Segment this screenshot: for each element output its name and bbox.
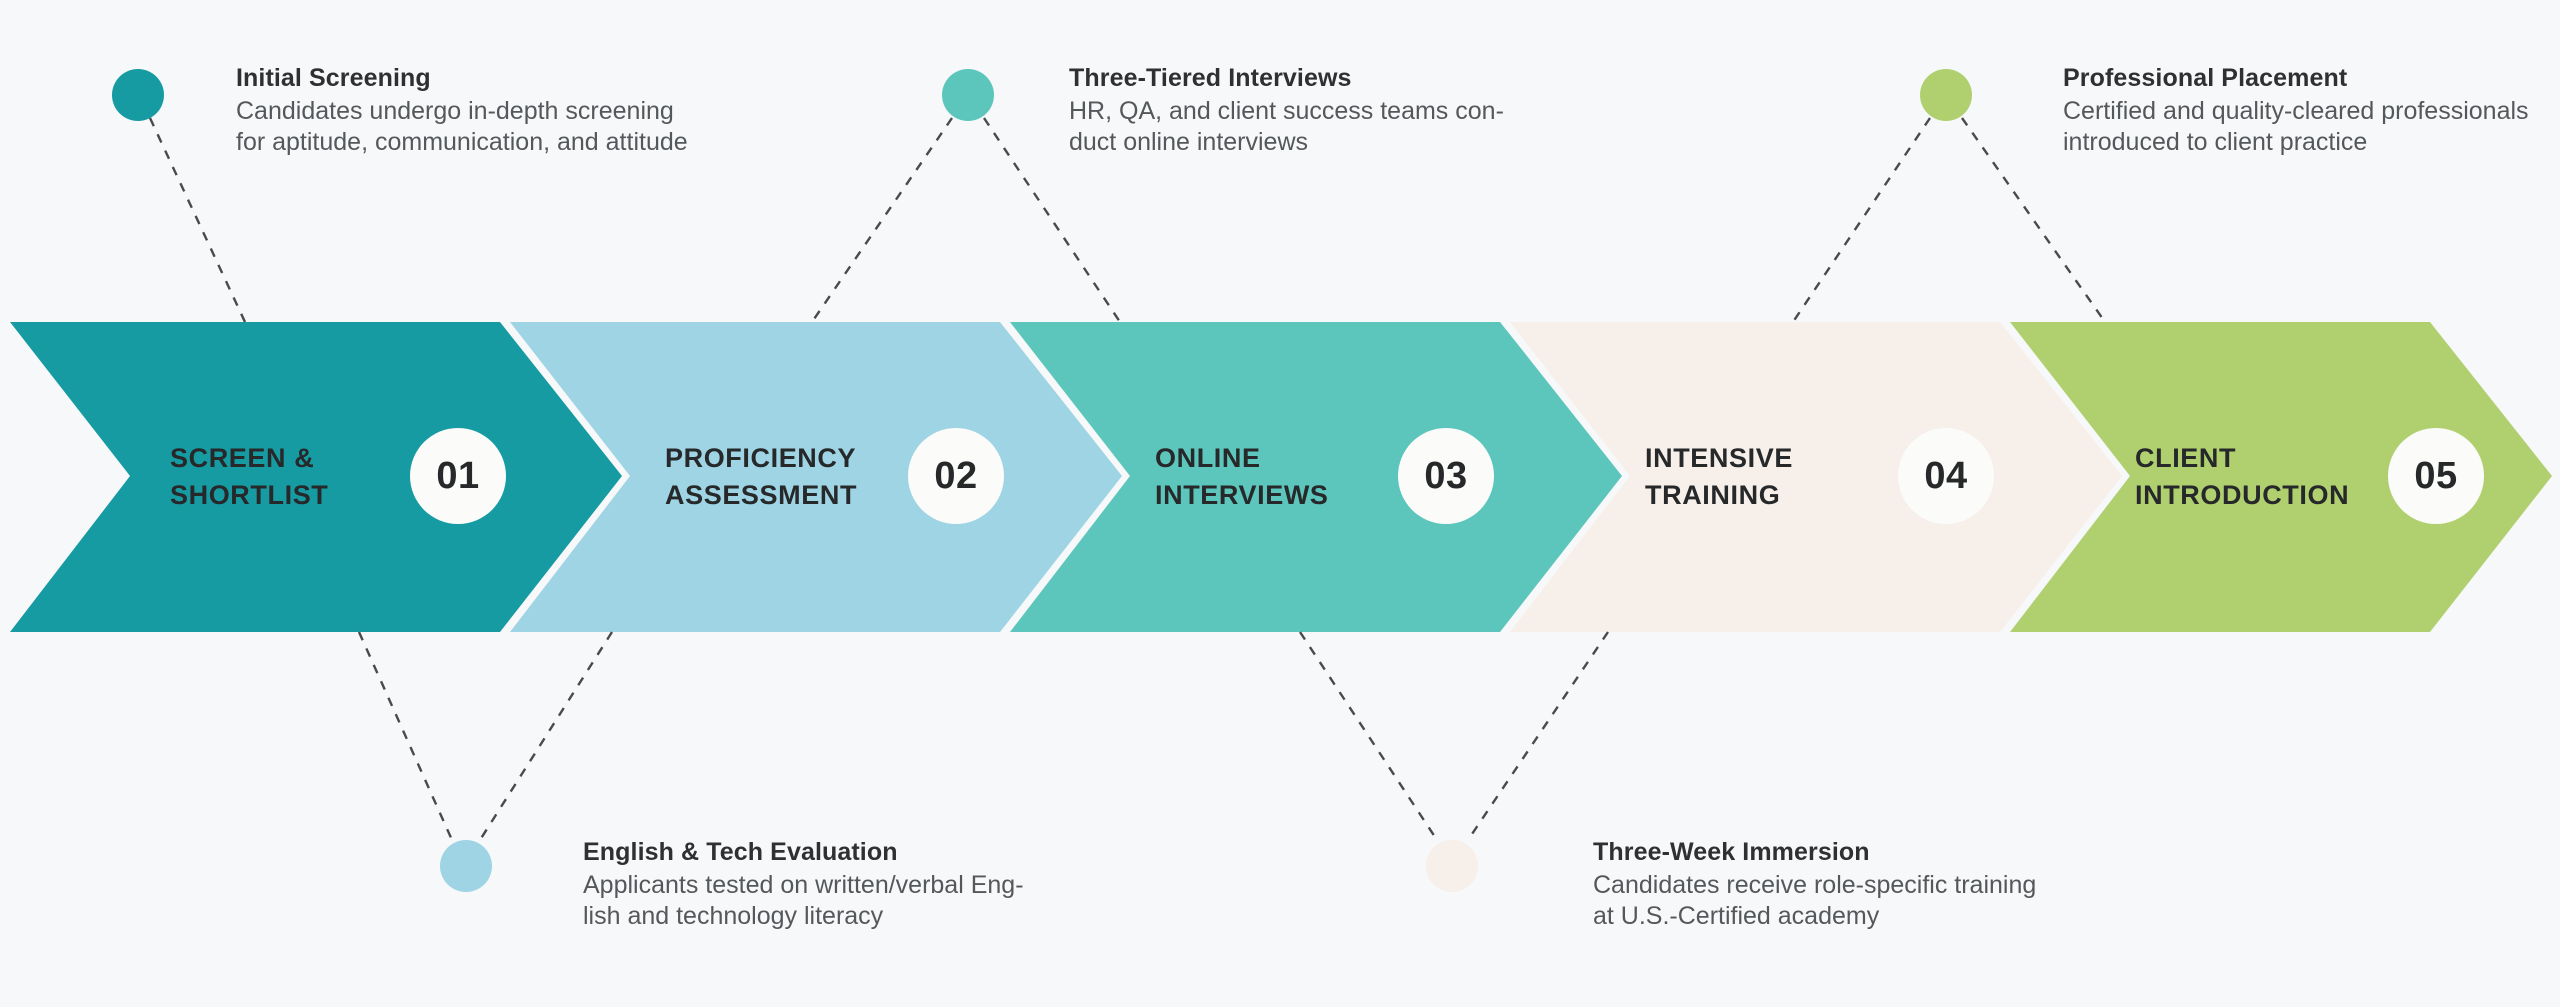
chevron-step-1[interactable]: [10, 322, 622, 632]
step-label-3: ONLINE INTERVIEWS: [1155, 443, 1329, 510]
connector-line-top-1a: [148, 117, 247, 323]
connector-lines-bottom: [357, 631, 1609, 841]
step-badge-5[interactable]: 05: [2388, 428, 2484, 524]
connector-line-bottom-1b: [478, 631, 614, 841]
chevron-step-3[interactable]: [1010, 322, 1622, 632]
step-badge-number-4: 04: [1924, 454, 1968, 497]
callout-description-top-2: HR, QA, and client success teams con- du…: [1069, 97, 1504, 156]
callout-description-top-3: Certified and quality-cleared profession…: [2063, 97, 2529, 156]
chevron-step-5[interactable]: [2010, 322, 2552, 632]
callout-title-top-3: Professional Placement: [2063, 64, 2348, 92]
callout-title-top-1: Initial Screening: [236, 64, 431, 92]
step-label-1: SCREEN & SHORTLIST: [170, 443, 329, 510]
callout-title-top-2: Three-Tiered Interviews: [1069, 64, 1352, 92]
connector-line-top-3b: [1961, 117, 2106, 323]
callout-bottom-1: English & Tech Evaluation Applicants tes…: [583, 836, 1283, 932]
callout-dot-bottom-2[interactable]: [1426, 840, 1478, 892]
step-label-2: PROFICIENCY ASSESSMENT: [665, 443, 858, 510]
step-badge-2[interactable]: 02: [908, 428, 1004, 524]
step-badge-3[interactable]: 03: [1398, 428, 1494, 524]
callout-description-top-1: Candidates undergo in-depth screening fo…: [236, 97, 688, 156]
connector-line-top-2b: [983, 117, 1121, 323]
connector-line-top-3a: [1792, 117, 1931, 323]
callout-top-3: Professional Placement Certified and qua…: [2063, 62, 2560, 158]
step-badge-number-2: 02: [934, 454, 978, 497]
connector-lines-top: [148, 117, 2106, 323]
chevron-step-4[interactable]: [1510, 322, 2122, 632]
step-badge-4[interactable]: 04: [1898, 428, 1994, 524]
callout-dot-top-2[interactable]: [942, 69, 994, 121]
chevron-band: [10, 322, 2552, 632]
chevron-step-2[interactable]: [510, 322, 1122, 632]
connector-line-bottom-2b: [1467, 631, 1609, 841]
step-badge-number-1: 01: [436, 454, 480, 497]
callout-dot-bottom-1[interactable]: [440, 840, 492, 892]
callout-bottom-2: Three-Week Immersion Candidates receive …: [1593, 836, 2293, 932]
step-badge-1[interactable]: 01: [410, 428, 506, 524]
connector-line-bottom-2a: [1298, 631, 1439, 841]
callout-title-bottom-2: Three-Week Immersion: [1593, 838, 1870, 866]
callout-top-1: Initial Screening Candidates undergo in-…: [236, 62, 936, 158]
step-label-4: INTENSIVE TRAINING: [1645, 443, 1793, 510]
connector-line-top-2a: [811, 117, 953, 323]
callout-dots: [112, 69, 1972, 892]
step-badge-number-5: 05: [2414, 454, 2458, 497]
callout-dot-top-3[interactable]: [1920, 69, 1972, 121]
callout-title-bottom-1: English & Tech Evaluation: [583, 838, 898, 866]
callout-dot-top-1[interactable]: [112, 69, 164, 121]
step-label-5: CLIENT INTRODUCTION: [2135, 443, 2350, 510]
callout-description-bottom-1: Applicants tested on written/verbal Eng-…: [583, 871, 1024, 930]
connector-line-bottom-1a: [357, 631, 454, 841]
callout-description-bottom-2: Candidates receive role-specific trainin…: [1593, 871, 2037, 930]
callout-top-2: Three-Tiered Interviews HR, QA, and clie…: [1069, 62, 1769, 158]
step-badge-number-3: 03: [1424, 454, 1468, 497]
